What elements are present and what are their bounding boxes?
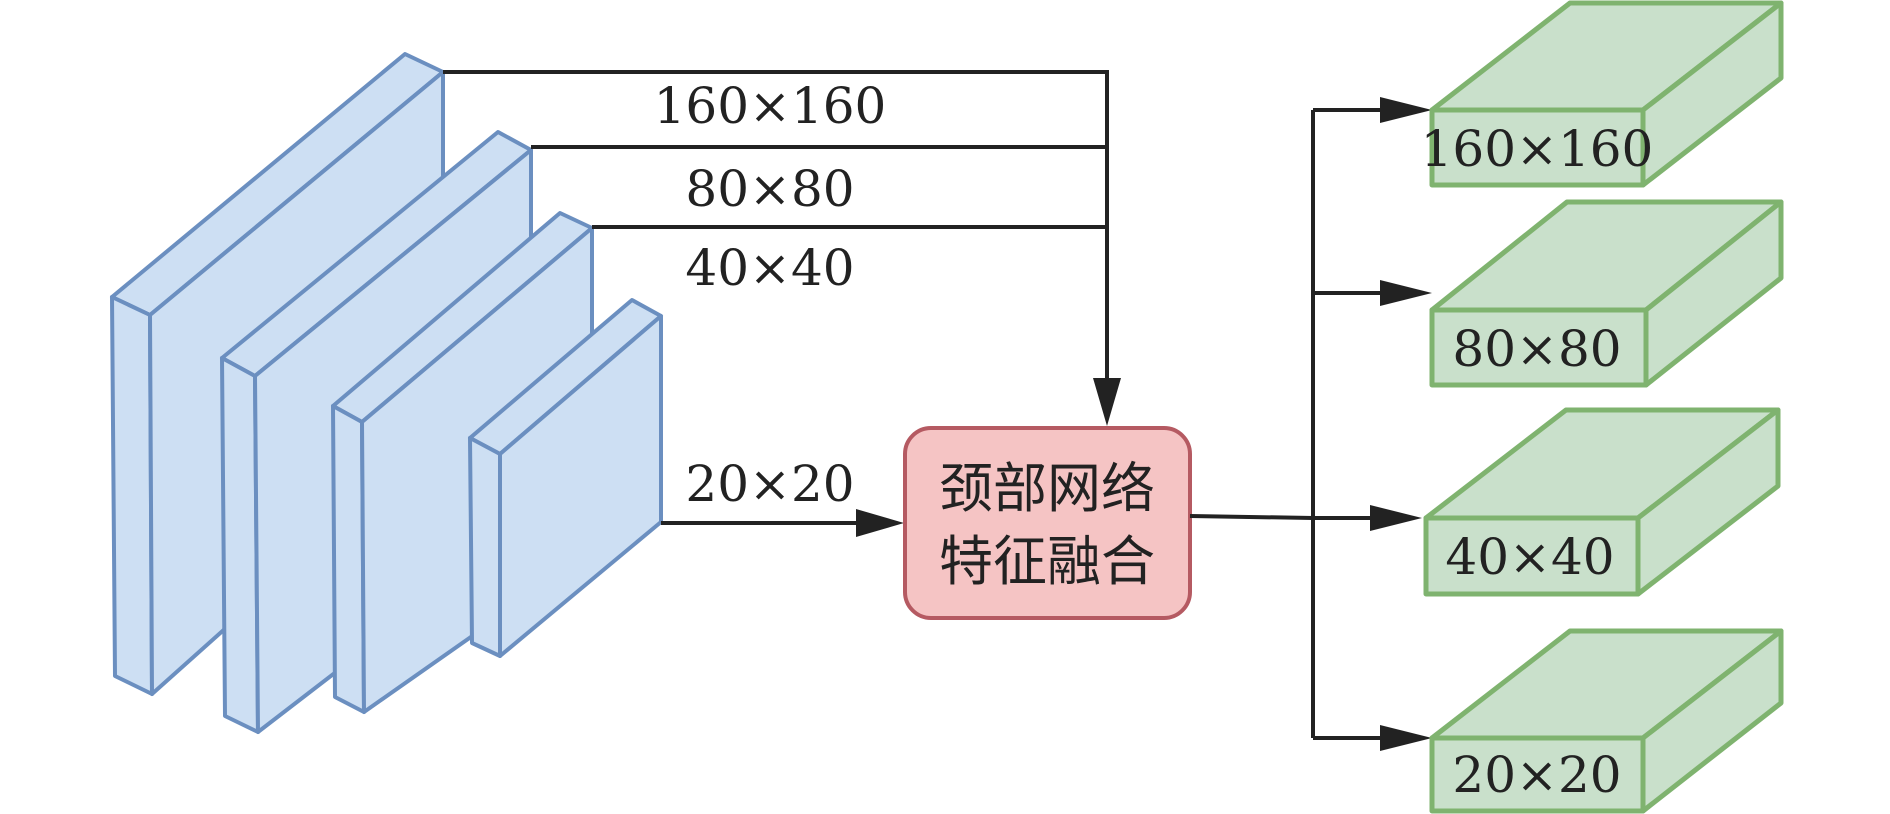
backbone-feature-maps xyxy=(110,52,663,734)
backbone-map-20 xyxy=(468,298,663,658)
scale-label-80: 80×80 xyxy=(685,160,854,218)
neck-output-trunk xyxy=(1189,514,1314,520)
output-box-40: 40×40 xyxy=(1423,407,1781,597)
backbone-map-20-side xyxy=(468,436,502,658)
output-box-20: 20×20 xyxy=(1429,628,1784,814)
output-box-80-front xyxy=(1429,307,1649,388)
output-feature-maps: 160×160 80×80 40×40 20×20 xyxy=(1421,0,1784,814)
output-label-80: 80×80 xyxy=(1452,320,1621,378)
output-label-160: 160×160 xyxy=(1421,120,1654,178)
output-box-20-front xyxy=(1429,735,1646,814)
backbone-map-80-side xyxy=(220,356,260,734)
output-label-20: 20×20 xyxy=(1452,746,1621,804)
output-box-160-front xyxy=(1429,107,1646,188)
scale-label-20: 20×20 xyxy=(685,455,854,513)
connector-160 xyxy=(443,70,1109,382)
neck-box xyxy=(903,426,1192,620)
output-connectors xyxy=(1189,97,1432,751)
arrow-right-to-neck-icon xyxy=(856,509,904,537)
arrow-to-output-20-icon xyxy=(1380,725,1432,751)
neck-label-line2: 特征融合 xyxy=(939,530,1155,593)
backbone-connectors xyxy=(443,70,1121,537)
scale-label-40: 40×40 xyxy=(685,239,854,297)
arrow-to-output-160-icon xyxy=(1380,97,1432,123)
arrow-to-output-40-icon xyxy=(1370,505,1422,531)
output-box-80: 80×80 xyxy=(1429,199,1784,388)
scale-label-160: 160×160 xyxy=(654,77,887,135)
backbone-map-160-side xyxy=(110,295,154,696)
neck-label-line1: 颈部网络 xyxy=(939,457,1155,520)
arrow-down-to-neck-icon xyxy=(1093,378,1121,426)
arrow-to-output-80-icon xyxy=(1380,280,1432,306)
output-label-40: 40×40 xyxy=(1445,528,1614,586)
neck-fusion-block: 颈部网络 特征融合 xyxy=(903,426,1192,620)
output-box-40-front xyxy=(1423,515,1641,597)
backbone-map-40-side xyxy=(331,404,366,714)
output-box-160: 160×160 xyxy=(1421,0,1784,188)
